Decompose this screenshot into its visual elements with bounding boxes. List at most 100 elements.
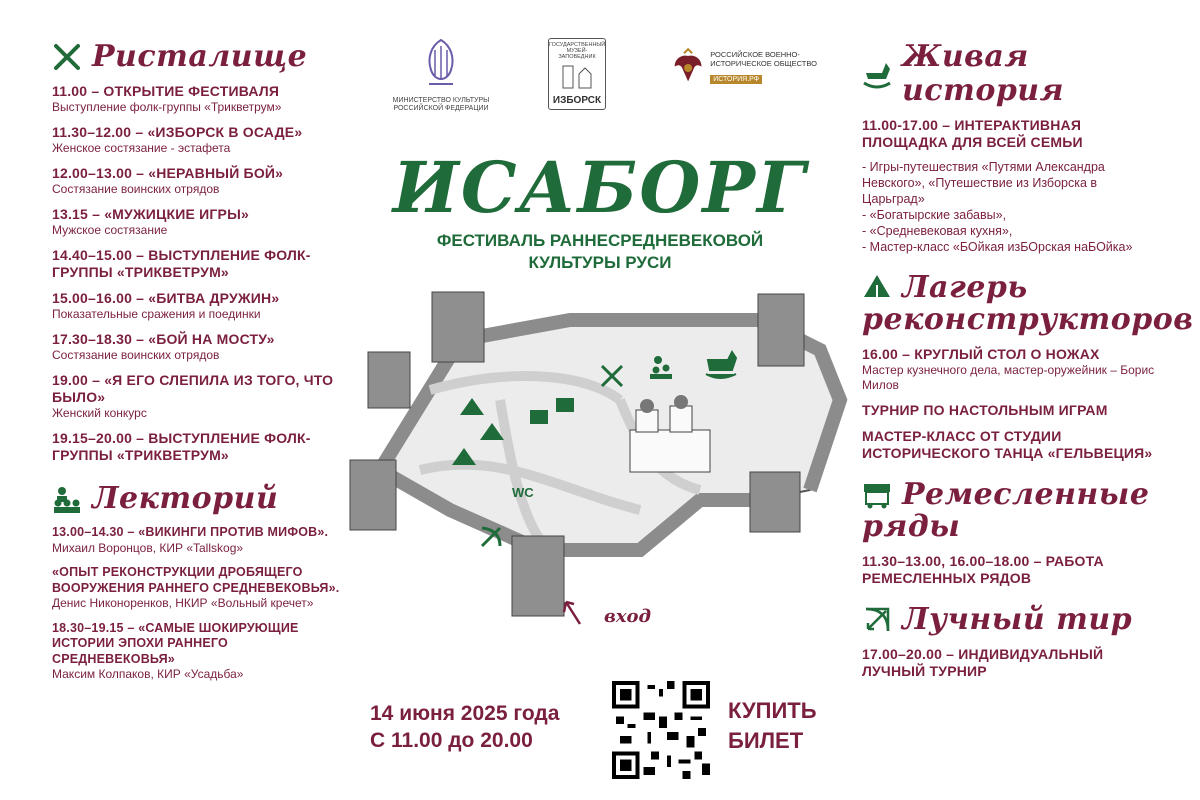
section-lager-title: Лагерь bbox=[862, 271, 1162, 305]
festival-subtitle: ФЕСТИВАЛЬ РАННЕСРЕДНЕВЕКОВОЙ КУЛЬТУРЫ РУ… bbox=[340, 230, 860, 274]
audience-icon bbox=[650, 356, 672, 379]
event-subtitle: Выступление фолк-группы «Трикветрум» bbox=[52, 100, 282, 114]
ministry-caption: МИНИСТЕРСТВО КУЛЬТУРЫ РОССИЙСКОЙ ФЕДЕРАЦ… bbox=[392, 97, 490, 112]
fortress-wall-south bbox=[376, 463, 760, 557]
zhivaya-main: 11.00-17.00 – ИНТЕРАКТИВНАЯ ПЛОЩАДКА ДЛЯ… bbox=[862, 117, 1162, 151]
event-heading: 18.30–19.15 – «САМЫЕ ШОКИРУЮЩИЕ ИСТОРИИ … bbox=[52, 620, 299, 666]
section-remeslo-title: Ремесленные bbox=[862, 478, 1162, 512]
tent-icon bbox=[864, 275, 890, 297]
section-title-line-1: Лагерь bbox=[902, 270, 1028, 305]
tower-sw bbox=[349, 459, 397, 531]
audience-icon bbox=[54, 487, 80, 513]
event-subtitle: Мастер кузнечного дела, мастер-оружейник… bbox=[862, 363, 1155, 392]
event-subtitle: Состязание воинских отрядов bbox=[52, 348, 220, 362]
entrance-arrow-icon bbox=[562, 600, 582, 625]
section-title-text: Лучный тир bbox=[902, 602, 1133, 637]
event-heading: 17.30–18.30 – «БОЙ НА МОСТУ» bbox=[52, 331, 275, 347]
event-heading: 15.00–16.00 – «БИТВА ДРУЖИН» bbox=[52, 290, 280, 306]
tower-ne bbox=[757, 293, 805, 367]
section-title-text: Ристалище bbox=[92, 39, 308, 74]
list-item: - Мастер-класс «БОйкая изБОрская наБОйка… bbox=[862, 240, 1133, 254]
event-heading: «ОПЫТ РЕКОНСТРУКЦИИ ДРОБЯЩЕГО ВООРУЖЕНИЯ… bbox=[52, 565, 340, 595]
buy-ticket-link[interactable]: КУПИТЬ БИЛЕТ bbox=[728, 696, 848, 756]
rvio-text-block: РОССИЙСКОЕ ВОЕННО-ИСТОРИЧЕСКОЕ ОБЩЕСТВО … bbox=[710, 40, 842, 96]
rvio-logo: РОССИЙСКОЕ ВОЕННО-ИСТОРИЧЕСКОЕ ОБЩЕСТВО … bbox=[672, 40, 842, 96]
section-title-text: Живая история bbox=[902, 39, 1064, 108]
event-subtitle: Михаил Воронцов, КИР «Tallskog» bbox=[52, 540, 244, 555]
section-ristalishche-title: Ристалище bbox=[52, 40, 352, 74]
event-heading: 11.00 – ОТКРЫТИЕ ФЕСТИВАЛЯ bbox=[52, 83, 280, 99]
tir-event: 17.00–20.00 – ИНДИВИДУАЛЬНЫЙ ЛУЧНЫЙ ТУРН… bbox=[862, 646, 1162, 680]
event-subtitle: Женское состязание - эстафета bbox=[52, 141, 231, 155]
subtitle-line-1: ФЕСТИВАЛЬ РАННЕСРЕДНЕВЕКОВОЙ bbox=[436, 231, 764, 250]
section-remeslo-title-line-2: ряды bbox=[862, 510, 1162, 544]
event-subtitle: Максим Колпаков, КИР «Усадьба» bbox=[52, 667, 244, 681]
list-item: - «Средневековая кухня», bbox=[862, 224, 1013, 238]
section-title-text: Лекторий bbox=[92, 481, 279, 516]
tower-se bbox=[749, 471, 801, 533]
event-subtitle: Денис Никоноренков, НКИР «Вольный кречет… bbox=[52, 596, 314, 610]
double-eagle-icon bbox=[674, 47, 702, 82]
fortress-map bbox=[349, 291, 848, 625]
event-item: 12.00–13.00 – «НЕРАВНЫЙ БОЙ»Состязание в… bbox=[52, 165, 352, 197]
buy-line-1: КУПИТЬ bbox=[728, 698, 817, 723]
ticket-qr-code[interactable] bbox=[612, 681, 710, 779]
event-heading: 14.40–15.00 – ВЫСТУПЛЕНИЕ ФОЛК-ГРУППЫ «Т… bbox=[52, 247, 311, 280]
date-line-2: С 11.00 до 20.00 bbox=[370, 729, 533, 752]
bow-arrow-icon bbox=[865, 607, 890, 632]
section-title-line-1: Ремесленные bbox=[902, 477, 1150, 512]
path-roads bbox=[418, 371, 702, 543]
ministry-emblem-icon bbox=[428, 38, 454, 85]
event-heading: 17.00–20.00 – ИНДИВИДУАЛЬНЫЙ ЛУЧНЫЙ ТУРН… bbox=[862, 646, 1104, 679]
event-item: 13.15 – «МУЖИЦКИЕ ИГРЫ»Мужское состязани… bbox=[52, 206, 352, 238]
event-item: 19.00 – «Я ЕГО СЛЕПИЛА ИЗ ТОГО, ЧТО БЫЛО… bbox=[52, 372, 352, 421]
remeslo-event: 11.30–13.00, 16.00–18.00 – РАБОТА РЕМЕСЛ… bbox=[862, 553, 1162, 587]
rocking-horse-icon bbox=[705, 350, 738, 379]
tower-icon bbox=[562, 65, 592, 89]
museum-name: ИЗБОРСК bbox=[552, 95, 602, 106]
event-heading: 16.00 – КРУГЛЫЙ СТОЛ О НОЖАХ bbox=[862, 346, 1100, 362]
crossed-swords-icon bbox=[600, 364, 624, 388]
wc-label: WC bbox=[512, 485, 534, 500]
rvio-caption: РОССИЙСКОЕ ВОЕННО-ИСТОРИЧЕСКОЕ ОБЩЕСТВО bbox=[710, 50, 817, 68]
tent-icon bbox=[452, 398, 504, 465]
tower-w bbox=[367, 351, 411, 409]
event-heading: 11.30–13.00, 16.00–18.00 – РАБОТА РЕМЕСЛ… bbox=[862, 553, 1104, 586]
section-lektoriy-title: Лекторий bbox=[52, 482, 352, 516]
event-heading: ТУРНИР ПО НАСТОЛЬНЫМ ИГРАМ bbox=[862, 402, 1108, 418]
rocking-horse-icon bbox=[863, 63, 891, 89]
event-subtitle: Мужское состязание bbox=[52, 223, 168, 237]
event-heading: 13.00–14.30 – «ВИКИНГИ ПРОТИВ МИФОВ». bbox=[52, 525, 329, 539]
event-item: 17.30–18.30 – «БОЙ НА МОСТУ»Состязание в… bbox=[52, 331, 352, 363]
event-item: 13.00–14.30 – «ВИКИНГИ ПРОТИВ МИФОВ». Ми… bbox=[52, 525, 352, 556]
event-item: 14.40–15.00 – ВЫСТУПЛЕНИЕ ФОЛК-ГРУППЫ «Т… bbox=[52, 247, 352, 281]
crossed-swords-icon bbox=[54, 44, 80, 70]
museum-logo: Государственный музей-заповедник ИЗБОРСК bbox=[548, 38, 606, 110]
event-subtitle: Состязание воинских отрядов bbox=[52, 182, 220, 196]
market-stall-icon bbox=[864, 484, 890, 509]
subtitle-line-2: КУЛЬТУРЫ РУСИ bbox=[528, 253, 672, 272]
event-heading: 19.00 – «Я ЕГО СЛЕПИЛА ИЗ ТОГО, ЧТО БЫЛО… bbox=[52, 372, 334, 405]
date-line-1: 14 июня 2025 года bbox=[370, 702, 560, 725]
section-zhivaya-title: Живая история bbox=[862, 40, 1162, 108]
tower-nw bbox=[431, 291, 485, 363]
museum-caption: Государственный музей-заповедник bbox=[549, 42, 606, 60]
event-item: 19.15–20.00 – ВЫСТУПЛЕНИЕ ФОЛК-ГРУППЫ «Т… bbox=[52, 430, 352, 464]
event-subtitle: Показательные сражения и поединки bbox=[52, 307, 261, 321]
event-item: 15.00–16.00 – «БИТВА ДРУЖИН»Показательны… bbox=[52, 290, 352, 322]
event-heading: 11.00-17.00 – ИНТЕРАКТИВНАЯ ПЛОЩАДКА ДЛЯ… bbox=[862, 117, 1083, 150]
event-date: 14 июня 2025 года С 11.00 до 20.00 bbox=[370, 700, 600, 754]
list-item: - «Богатырские забавы», bbox=[862, 208, 1007, 222]
market-stall-icon bbox=[530, 398, 574, 424]
lager-event-1: 16.00 – КРУГЛЫЙ СТОЛ О НОЖАХ Мастер кузн… bbox=[862, 346, 1162, 393]
right-column: Живая история 11.00-17.00 – ИНТЕРАКТИВНА… bbox=[862, 40, 1193, 680]
section-title-stack: Лагерь bbox=[902, 271, 1028, 305]
event-heading: 11.30–12.00 – «ИЗБОРСК В ОСАДЕ» bbox=[52, 124, 303, 140]
buy-line-2: БИЛЕТ bbox=[728, 728, 804, 753]
section-title-line-2: ряды bbox=[862, 509, 961, 544]
tower-s bbox=[511, 535, 565, 617]
list-item: - Игры-путешествия «Путями Александра Не… bbox=[862, 160, 1105, 206]
